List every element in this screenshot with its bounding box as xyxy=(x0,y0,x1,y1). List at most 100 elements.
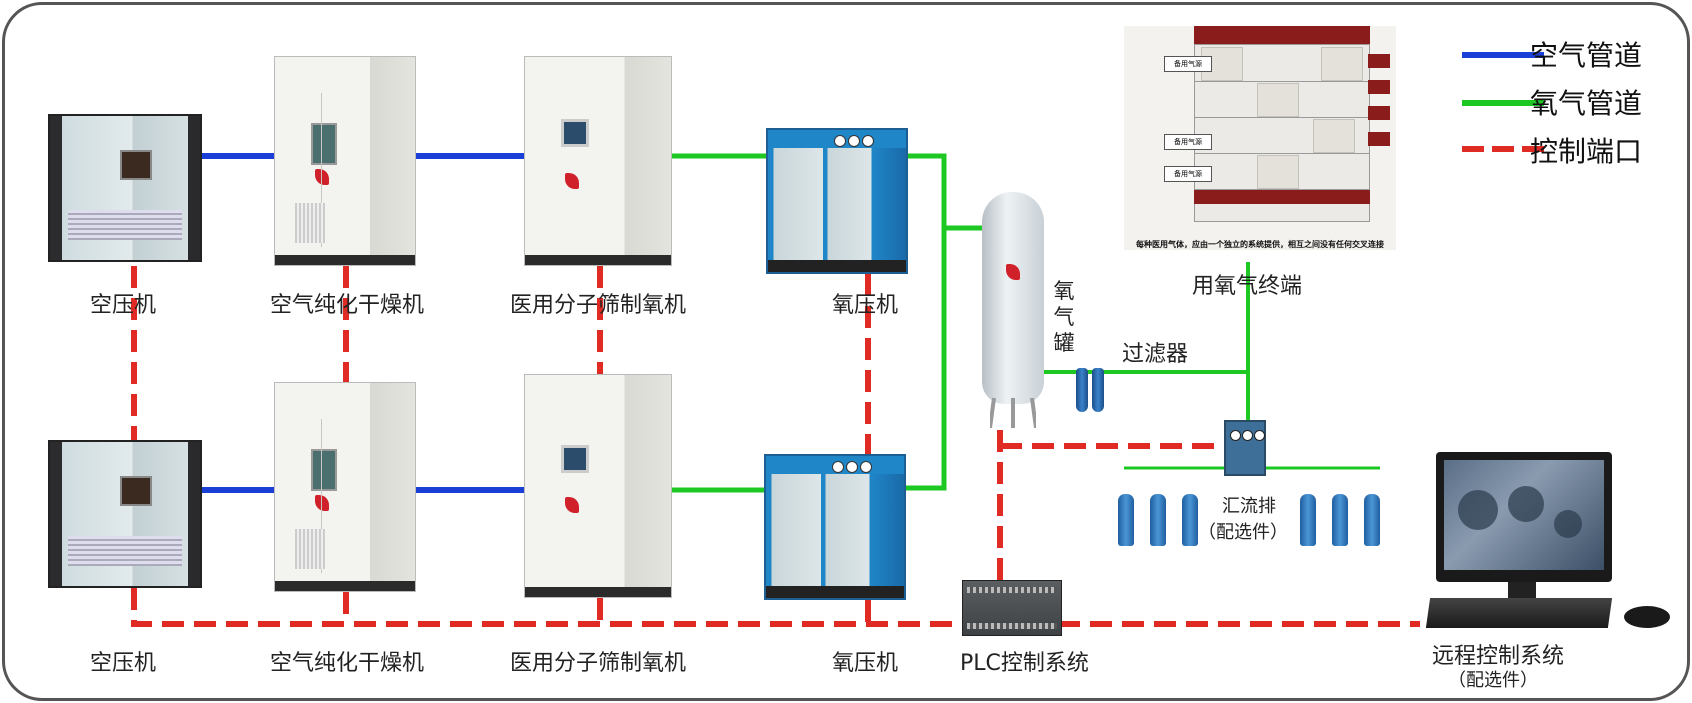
gauge-icon xyxy=(1242,430,1253,441)
oxygen-compressor-top xyxy=(766,128,908,274)
label-oxygen-compressor-bottom: 氧压机 xyxy=(832,651,899,676)
label-dryer-top: 空气纯化干燥机 xyxy=(270,293,425,318)
air-dryer-bottom xyxy=(274,382,416,592)
label-remote: 远程控制系统 xyxy=(1432,644,1565,669)
hospital-building-panel: 备用气源 备用气源 备用气源 每种医用气体，应由一个独立的系统提供，相互之间没有… xyxy=(1124,26,1396,250)
room xyxy=(1321,47,1363,81)
screen-graphic xyxy=(1508,486,1544,522)
gauge-icon xyxy=(1230,430,1241,441)
generator-screen xyxy=(561,119,589,147)
label-generator-top: 医用分子筛制氧机 xyxy=(510,293,687,318)
oxygen-cylinder xyxy=(1118,494,1134,546)
oxygen-compressor-bottom xyxy=(764,454,906,600)
brand-logo-icon xyxy=(565,497,579,513)
compressor-base xyxy=(768,260,906,272)
screen-graphic xyxy=(1458,490,1498,530)
gauge-icon xyxy=(834,135,846,147)
room xyxy=(1313,119,1355,153)
label-manifold: 汇流排 xyxy=(1222,496,1276,517)
gauge-icon xyxy=(846,461,858,473)
compressor-control-panel xyxy=(120,476,152,506)
cabinet-base xyxy=(525,587,671,597)
label-remote-note: （配选件） xyxy=(1448,670,1538,691)
backup-gas-box: 备用气源 xyxy=(1164,134,1212,150)
oxygen-pipe xyxy=(906,153,947,491)
legend-line-air xyxy=(1462,52,1544,58)
cabinet-door xyxy=(321,93,322,247)
plc-terminal-strip xyxy=(967,587,1057,593)
cabinet-base xyxy=(275,255,415,265)
cabinet-base xyxy=(525,255,671,265)
dryer-control-panel xyxy=(311,123,337,165)
tank-legs xyxy=(990,398,1036,428)
air-compressor-top xyxy=(48,114,202,262)
label-filter: 过滤器 xyxy=(1122,342,1189,367)
gauge-icon xyxy=(832,461,844,473)
compressor-grill xyxy=(68,210,182,240)
oxygen-generator-bottom xyxy=(524,374,672,598)
label-compressor-top: 空压机 xyxy=(90,293,157,318)
remote-monitor xyxy=(1436,452,1612,582)
monitor-stand xyxy=(1508,582,1536,598)
compressor-grill xyxy=(68,536,182,566)
floor-line xyxy=(1195,117,1369,118)
oxygen-cylinder xyxy=(1300,494,1316,546)
brand-logo-icon xyxy=(1006,264,1020,280)
backup-gas-box: 备用气源 xyxy=(1164,166,1212,182)
oxygen-generator-top xyxy=(524,56,672,266)
cabinet-base xyxy=(275,581,415,591)
plc-terminal-strip xyxy=(967,623,1057,629)
legend-line-control xyxy=(1462,146,1544,152)
legend-label-air: 空气管道 xyxy=(1530,39,1643,72)
floor-line xyxy=(1195,153,1369,154)
floor-line xyxy=(1195,81,1369,82)
pipeline-label-bar xyxy=(1368,80,1390,94)
oxygen-cylinder xyxy=(1182,494,1198,546)
building-caption: 每种医用气体，应由一个独立的系统提供，相互之间没有任何交叉连接 xyxy=(1136,240,1384,249)
label-tank: 氧气罐 xyxy=(1053,279,1075,355)
control-line xyxy=(131,588,1420,627)
air-compressor-bottom xyxy=(48,440,202,588)
filter-cartridge xyxy=(1092,368,1104,412)
pipeline-label-bar xyxy=(1368,54,1390,68)
cabinet-vent xyxy=(295,203,325,243)
gauge-icon xyxy=(862,135,874,147)
compressor-control-panel xyxy=(120,150,152,180)
brand-logo-icon xyxy=(315,169,329,185)
cabinet-vent xyxy=(295,529,325,569)
gauge-icon xyxy=(860,461,872,473)
filter-cartridge xyxy=(1076,368,1088,412)
air-dryer-top xyxy=(274,56,416,266)
label-terminal: 用氧气终端 xyxy=(1192,274,1303,299)
room xyxy=(1257,83,1299,117)
brand-logo-icon xyxy=(315,495,329,511)
building-roof xyxy=(1194,26,1370,44)
label-oxygen-compressor-top: 氧压机 xyxy=(832,293,899,318)
backup-gas-box: 备用气源 xyxy=(1164,56,1212,72)
monitor-screen xyxy=(1444,460,1604,570)
screen-graphic xyxy=(1554,510,1582,538)
floor-line xyxy=(1195,189,1369,190)
legend-label-control: 控制端口 xyxy=(1530,135,1643,168)
gauge-icon xyxy=(1254,430,1265,441)
room xyxy=(1257,155,1299,189)
cabinet-door xyxy=(321,419,322,573)
gauge-icon xyxy=(848,135,860,147)
legend-label-oxygen: 氧气管道 xyxy=(1530,87,1643,120)
manifold-box xyxy=(1224,420,1266,476)
oxygen-cylinder xyxy=(1364,494,1380,546)
legend-line-oxygen xyxy=(1462,100,1544,106)
compressor-base xyxy=(766,586,904,598)
mouse xyxy=(1624,606,1670,628)
label-plc: PLC控制系统 xyxy=(960,651,1089,676)
oxygen-cylinder xyxy=(1332,494,1348,546)
plc-unit xyxy=(962,580,1062,636)
pipeline-label-bar xyxy=(1368,132,1390,146)
label-dryer-bottom: 空气纯化干燥机 xyxy=(270,651,425,676)
pipeline-label-bar xyxy=(1368,106,1390,120)
label-manifold-note: （配选件） xyxy=(1198,522,1288,543)
keyboard xyxy=(1425,598,1613,628)
dryer-control-panel xyxy=(311,449,337,491)
pipeline-label-bar xyxy=(1194,190,1370,204)
oxygen-tank xyxy=(982,192,1044,404)
